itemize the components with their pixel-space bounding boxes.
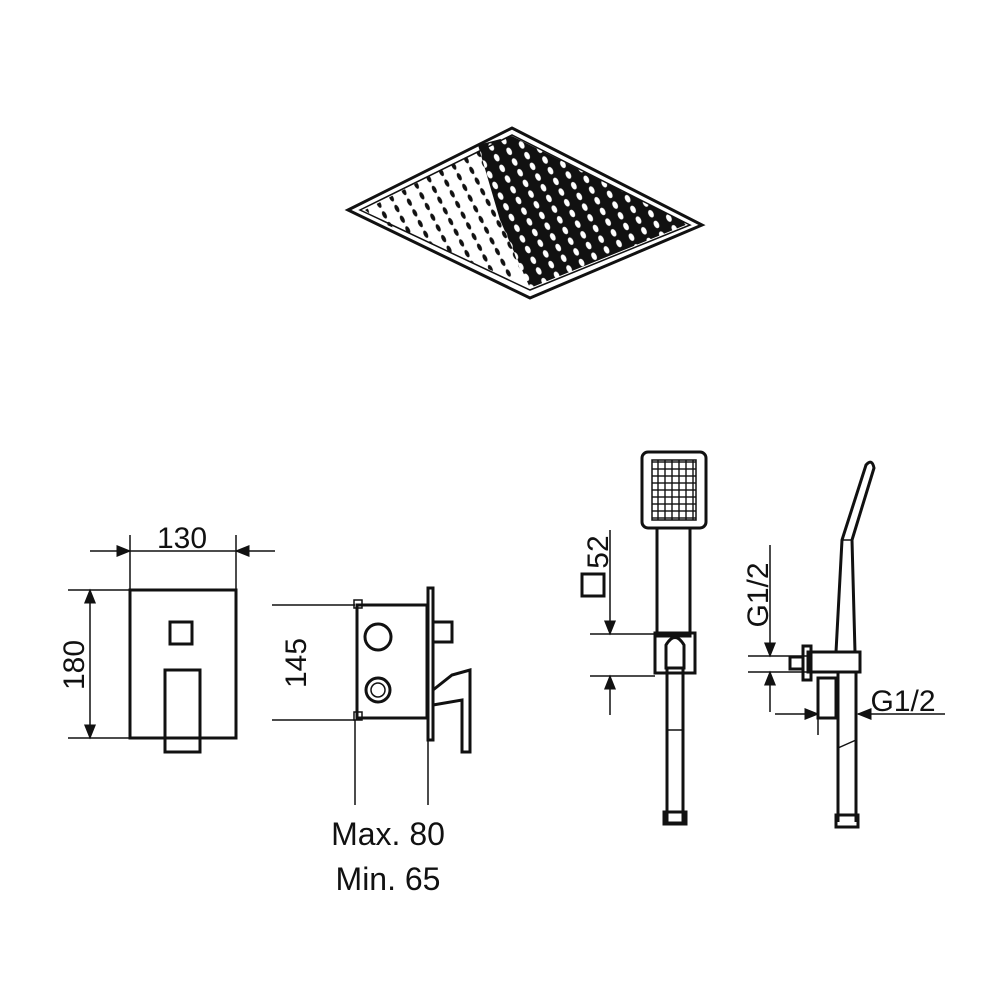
lever-handle [163,668,202,754]
dimension-box-height: 145 [280,638,313,688]
depth-min-label: Min. 65 [336,861,441,897]
hand-shower-side-view: G1/2 G1/2 [742,460,945,829]
mixer-plate-front-view: 130 180 [58,522,275,754]
diverter-button [168,620,194,646]
dimension-outlet-thread-horizontal: G1/2 [870,685,935,718]
concealed-box-side-view: 145 Max. 80 Min. 65 [272,586,472,897]
dimension-height: 180 [58,640,91,690]
dimension-width: 130 [157,522,207,555]
depth-max-label: Max. 80 [331,816,445,852]
hand-shower-front-view: 52 [580,450,708,826]
square-symbol [580,572,606,598]
rain-shower-head [344,126,706,300]
